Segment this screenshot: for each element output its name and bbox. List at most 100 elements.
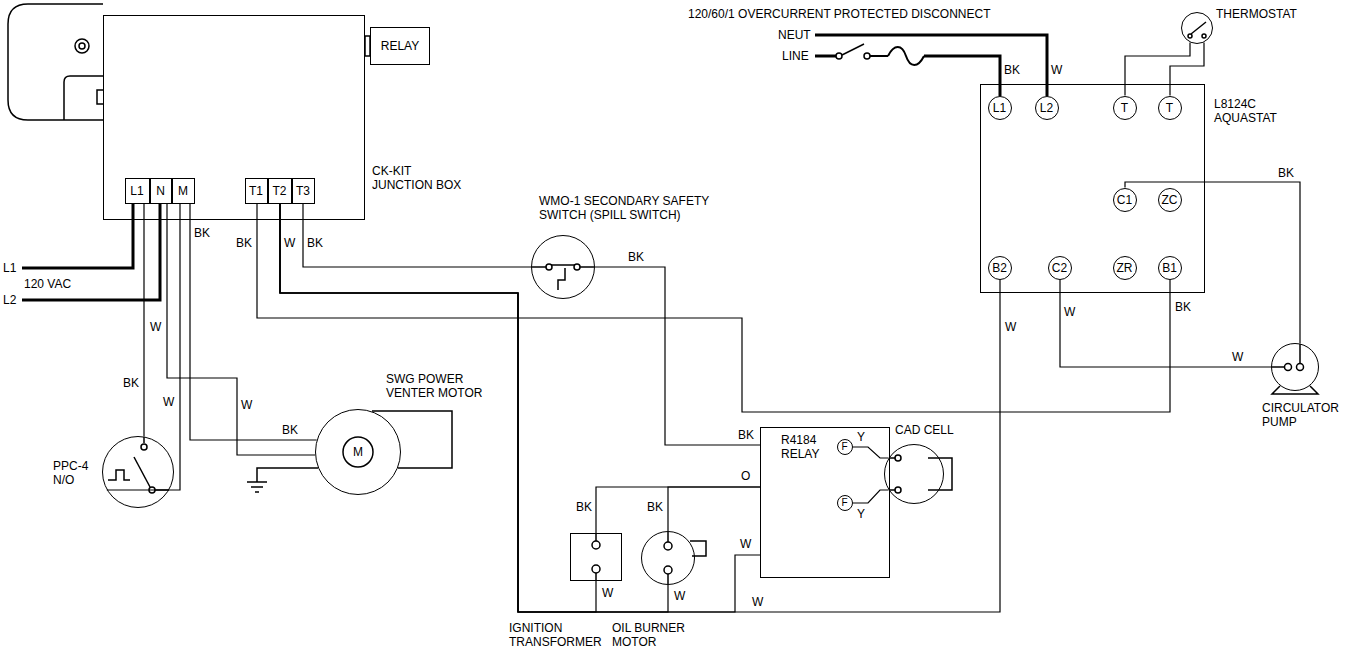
wire-label: BK xyxy=(194,226,210,240)
node-text: N xyxy=(156,184,165,198)
wire-label: Y xyxy=(857,507,865,521)
wire-label: W xyxy=(1064,305,1075,319)
wire-label: W xyxy=(241,398,252,412)
wire-label: W xyxy=(163,395,174,409)
pump-base xyxy=(1272,386,1318,394)
transformer-terminal xyxy=(592,541,600,549)
wire-label: W xyxy=(1051,63,1062,77)
terminal: C2 xyxy=(1048,256,1072,280)
burner-port xyxy=(79,43,85,49)
terminal: F xyxy=(837,439,853,455)
wire-label: BK xyxy=(1004,63,1020,77)
terminal: T1 xyxy=(245,178,268,204)
supply-wire xyxy=(22,204,133,268)
cell-terminal xyxy=(895,487,901,493)
wire-label: BK xyxy=(738,428,754,442)
node-caption: OIL BURNER MOTOR xyxy=(612,621,697,649)
terminal: T xyxy=(1113,96,1137,120)
node-text: T2 xyxy=(272,184,286,198)
relay-box: R4184 RELAYFF xyxy=(760,427,890,578)
transformer-terminal xyxy=(592,565,600,573)
wire-label: LINE xyxy=(782,49,809,63)
pressure-switch: PPC-4 N/O xyxy=(102,436,174,508)
ground-wire xyxy=(257,468,318,482)
disconnect-wire xyxy=(870,55,888,57)
blower-housing xyxy=(372,411,452,468)
wire xyxy=(167,204,315,456)
terminal: B1 xyxy=(1158,256,1182,280)
node-caption: R4184 RELAY xyxy=(781,433,841,461)
wire-label: BK xyxy=(123,376,139,390)
wire xyxy=(143,204,144,437)
wire xyxy=(596,487,760,533)
switch-contact xyxy=(836,53,842,59)
switch-contact xyxy=(141,444,147,450)
terminal: T xyxy=(1158,96,1182,120)
supply-wire xyxy=(22,204,160,300)
wire xyxy=(1125,182,1300,344)
wire-label: W xyxy=(1232,350,1243,364)
terminal: F xyxy=(837,495,853,511)
wire xyxy=(107,204,180,491)
node-text: C2 xyxy=(1052,261,1067,275)
switch-blade xyxy=(842,44,864,55)
ground-symbol xyxy=(247,482,267,492)
node-caption: L8124C AQUASTAT xyxy=(1214,97,1304,125)
node-caption: CAD CELL xyxy=(895,423,954,437)
circulator-pump: CIRCULATOR PUMP xyxy=(1271,343,1319,391)
wire xyxy=(668,487,760,531)
wire-label: W xyxy=(284,236,295,250)
node-text: F xyxy=(841,441,847,453)
node-caption: CK-KIT JUNCTION BOX xyxy=(372,164,462,192)
wire-label: L2 xyxy=(3,293,16,307)
wire-label: W xyxy=(674,589,685,603)
switch-lead xyxy=(143,437,145,443)
aquastat-box: L8124C AQUASTATL1L2TTC1ZCB2C2ZRB1 xyxy=(980,84,1205,293)
motor-terminal xyxy=(664,542,672,550)
node-text: M xyxy=(178,184,188,198)
node-text: ZR xyxy=(1117,261,1133,275)
switch-contact xyxy=(1202,34,1206,38)
wire-label: BK xyxy=(1175,300,1191,314)
spill-switch: WMO-1 SECONDARY SAFETY SWITCH (SPILL SWI… xyxy=(531,235,595,299)
node-text: M xyxy=(353,445,363,459)
burner-motor: OIL BURNER MOTOR xyxy=(641,531,695,585)
node-text: C1 xyxy=(1117,193,1132,207)
wire-label: BK xyxy=(307,236,323,250)
wire-label: 120 VAC xyxy=(24,277,71,291)
node-text: L1 xyxy=(130,184,143,198)
wire xyxy=(1170,42,1204,95)
switch-blade xyxy=(551,264,575,266)
motor-housing xyxy=(690,541,706,556)
terminal: T3 xyxy=(292,178,315,204)
disconnect-wire xyxy=(815,35,1047,96)
wire xyxy=(280,204,596,613)
motor-terminal xyxy=(664,566,672,574)
motor-core xyxy=(343,437,373,467)
node-text: B2 xyxy=(992,261,1007,275)
node-text: ZC xyxy=(1162,193,1178,207)
wire-label: O xyxy=(741,469,750,483)
thermostat-symbol: THERMOSTAT xyxy=(1181,12,1213,44)
switch-lead xyxy=(532,266,594,268)
wire-label: BK xyxy=(282,423,298,437)
wire-label: 120/60/1 OVERCURRENT PROTECTED DISCONNEC… xyxy=(688,7,991,21)
switch-contact xyxy=(864,53,870,59)
terminal: T2 xyxy=(268,178,292,204)
wire xyxy=(853,490,889,503)
wire xyxy=(303,204,531,268)
wire-label: BK xyxy=(628,250,644,264)
wire-label: BK xyxy=(647,500,663,514)
terminal: M xyxy=(172,178,195,204)
node-text: T xyxy=(1121,101,1128,115)
ignition-transformer: IGNITION TRANSFORMER xyxy=(570,533,622,581)
switch-contact xyxy=(1188,34,1192,38)
wire-label: W xyxy=(602,586,613,600)
node-text: RELAY xyxy=(381,39,419,53)
node-text: B1 xyxy=(1162,261,1177,275)
fuse-symbol xyxy=(888,47,924,65)
terminal: B2 xyxy=(988,256,1012,280)
venter-motor: SWG POWER VENTER MOTORM xyxy=(315,409,401,495)
disconnect-wire xyxy=(815,55,836,58)
node-caption: PPC-4 N/O xyxy=(53,459,97,487)
